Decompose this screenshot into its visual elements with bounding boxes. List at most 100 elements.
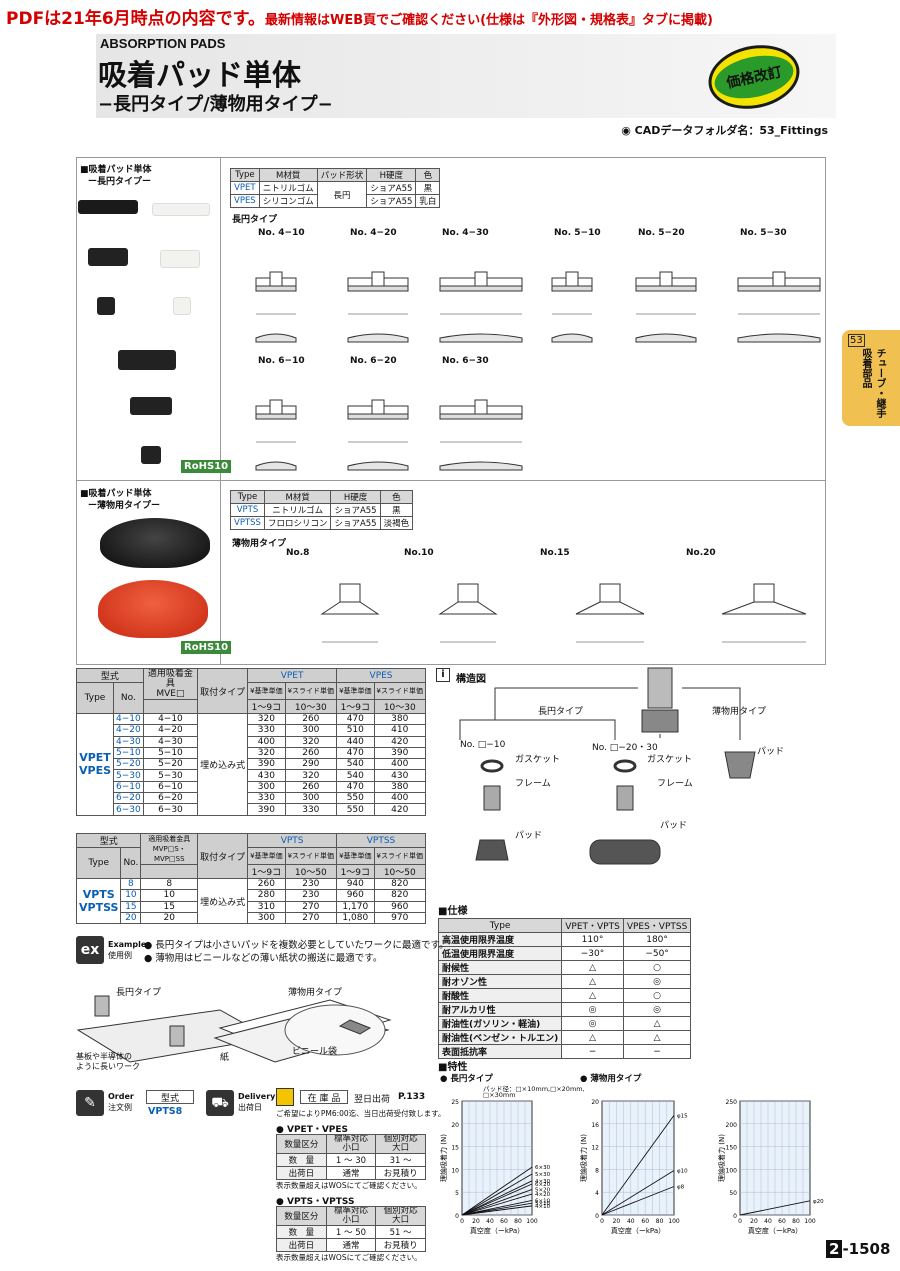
x-tick-label: 100 [526, 1218, 538, 1225]
section2-subtitle: ー薄物用タイプー [88, 501, 161, 511]
spec-row: 耐油性(ベンゼン・トルエン)△△ [437, 1030, 692, 1045]
structure-diagram [459, 667, 756, 865]
chars-oval-label: ● 長円タイプ [440, 1074, 493, 1084]
del2-title: ● VPTS・VPTSS [276, 1197, 355, 1207]
y-tick-label: 25 [451, 1099, 459, 1106]
spec-row: 耐アルカリ性◎◎ [437, 1002, 692, 1017]
type-cell: VPET VPES [75, 713, 115, 816]
spec-row: 表面抵抗率−− [437, 1044, 692, 1059]
example-thin-label: 薄物用タイプ [288, 988, 343, 998]
series-label: 5×20 [535, 1187, 551, 1193]
frame-label-2: フレーム [657, 779, 693, 789]
y-tick-label: 20 [451, 1122, 459, 1129]
order-label2: 注文例 [108, 1103, 132, 1112]
order-model-head: 型式 [146, 1090, 194, 1104]
side-tab[interactable]: 53 チューブ・継手 吸着部品 [842, 330, 900, 426]
notice-rest: 最新情報はWEB頁でご確認ください(仕様は『外形図・規格表』タブに掲載) [264, 13, 713, 28]
oval-model-label: No. 5−20 [638, 228, 685, 238]
spec-row: 耐オゾン性△◎ [437, 974, 692, 989]
thin-model-label: No.15 [540, 548, 570, 558]
y-axis-label: 理論吸着力 (N) [579, 1134, 588, 1182]
example-oval-label: 長円タイプ [116, 988, 162, 998]
notice-banner: PDFは21年6月時点の内容です。最新情報はWEB頁でご確認ください(仕様は『外… [0, 0, 900, 30]
structure-oval-label: 長円タイプ [538, 707, 584, 717]
series-label: 4×10 [535, 1204, 551, 1210]
structure-no1: No. □−10 [460, 740, 506, 750]
thin-pad-photo-red [98, 580, 208, 638]
pad-photo-white-small [173, 297, 191, 315]
delivery-truck-icon: ⛟ [206, 1090, 234, 1116]
x-tick-label: 80 [656, 1218, 664, 1225]
page-number: 2-1508 [826, 1240, 890, 1258]
x-tick-label: 40 [486, 1218, 494, 1225]
oval-model-label: No. 4−20 [350, 228, 397, 238]
delivery-label: Delivery [238, 1092, 276, 1101]
y-tick-label: 50 [729, 1190, 737, 1197]
x-tick-label: 60 [500, 1218, 508, 1225]
oval-pad-drawing [439, 271, 523, 343]
thin-pad-photo-black [100, 518, 210, 568]
x-tick-label: 20 [472, 1218, 480, 1225]
x-tick-label: 60 [641, 1218, 649, 1225]
pad-photo-black-a [118, 350, 176, 370]
oval-pad-drawing [635, 271, 697, 343]
pad-photo-black-mid [88, 248, 128, 266]
pad-photo-white-large [152, 203, 210, 216]
chars-legend1: パッド径：□×10mm,□×20mm, [483, 1085, 585, 1093]
rohs-badge-2: RoHS10 [181, 641, 232, 654]
stock-box-icon [276, 1088, 294, 1106]
del1-title: ● VPET・VPES [276, 1125, 349, 1135]
structure-no2: No. □−20・30 [592, 743, 658, 753]
series-line [461, 1173, 533, 1216]
y-axis-label: 理論吸着力 (N) [717, 1134, 726, 1182]
order-icon: ✎ [76, 1090, 104, 1116]
series-label: 6×10 [535, 1198, 551, 1204]
rohs-badge-1: RoHS10 [181, 460, 232, 473]
order-label: Order [108, 1092, 134, 1101]
delivery-ref[interactable]: P.133 [398, 1092, 426, 1102]
example-paper-label: 紙 [220, 1053, 230, 1063]
series-line [461, 1205, 533, 1216]
oval-pad-drawing [439, 399, 523, 471]
pad-label-2: パッド [660, 821, 688, 831]
spec-title: ■仕様 [438, 906, 468, 917]
spec-row: 耐油性(ガソリン・軽油)◎△ [437, 1016, 692, 1031]
structure-thin-label: 薄物用タイプ [712, 707, 767, 717]
series-line [461, 1189, 533, 1216]
series-line [461, 1166, 533, 1216]
stock-label: 在 庫 品 [300, 1090, 348, 1104]
cad-folder: ◉ CADデータフォルダ名：53_Fittings [621, 124, 828, 137]
x-tick-label: 80 [514, 1218, 522, 1225]
thin-type-label: 薄物用タイプ [232, 539, 287, 549]
x-tick-label: 0 [460, 1218, 464, 1225]
series-label: 6×30 [535, 1165, 551, 1171]
series-line [461, 1193, 533, 1216]
y-tick-label: 12 [591, 1145, 599, 1152]
spec-row: 耐候性△○ [437, 960, 692, 975]
series-label: 4×20 [535, 1192, 551, 1198]
header-sub: ABSORPTION PADS [100, 36, 226, 51]
page-title: 吸着パッド単体 [98, 58, 302, 92]
oval-model-label: No. 4−30 [442, 228, 489, 238]
oval-model-label: No. 4−10 [258, 228, 305, 238]
structure-title: 構造図 [456, 674, 486, 685]
order-model: VPTS8 [148, 1106, 183, 1117]
y-tick-label: 15 [451, 1145, 459, 1152]
example-line-2: ● 薄物用はビニールなどの薄い紙状の搬送に最適です。 [144, 953, 383, 964]
pad-photo-black-small [97, 297, 115, 315]
y-tick-label: 0 [733, 1213, 737, 1220]
section1-subtitle: ー長円タイプー [88, 177, 152, 187]
next-day-label: 翌日出荷 [354, 1095, 391, 1105]
series-label: φ20 [813, 1199, 824, 1205]
